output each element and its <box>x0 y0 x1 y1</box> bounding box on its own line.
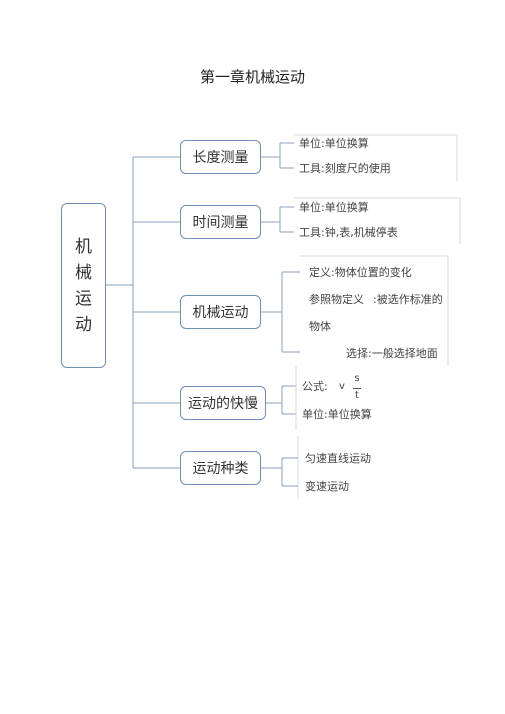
root-node: 机 械 运 动 <box>61 203 106 368</box>
leaf-text: 变速运动 <box>305 480 349 493</box>
leaf-text: :被选作标准的 <box>373 293 443 306</box>
root-char: 运 <box>75 288 92 309</box>
branch-length: 长度测量 <box>180 140 261 174</box>
leaf-text: 工具:钟,表,机械停表 <box>299 226 398 239</box>
leaf-text: 参照物定义 <box>309 293 364 306</box>
root-char: 机 <box>75 236 92 257</box>
formula-s: s <box>354 373 360 384</box>
leaf-text: 物体 <box>309 320 331 333</box>
branch-mechanical-motion: 机械运动 <box>180 295 261 329</box>
branch-motion-types: 运动种类 <box>180 451 261 485</box>
page-title: 第一章机械运动 <box>199 68 305 86</box>
formula-v: v <box>339 381 345 392</box>
leaf-text: 工具:刻度尺的使用 <box>299 162 391 175</box>
formula-label: 公式: <box>302 380 328 393</box>
leaf-text: 匀速直线运动 <box>305 452 371 465</box>
leaf-text: 单位:单位换算 <box>299 137 369 150</box>
leaf-text: 定义:物体位置的变化 <box>309 266 412 279</box>
leaf-text: 选择:一般选择地面 <box>346 347 438 360</box>
root-char: 动 <box>75 314 92 335</box>
leaf-text: 单位:单位换算 <box>302 408 372 421</box>
leaf-text: 单位:单位换算 <box>299 201 369 214</box>
fraction-bar <box>353 388 361 389</box>
branch-time: 时间测量 <box>180 205 261 239</box>
branch-speed: 运动的快慢 <box>180 386 266 420</box>
root-char: 械 <box>75 262 92 283</box>
formula-t: t <box>355 390 359 401</box>
